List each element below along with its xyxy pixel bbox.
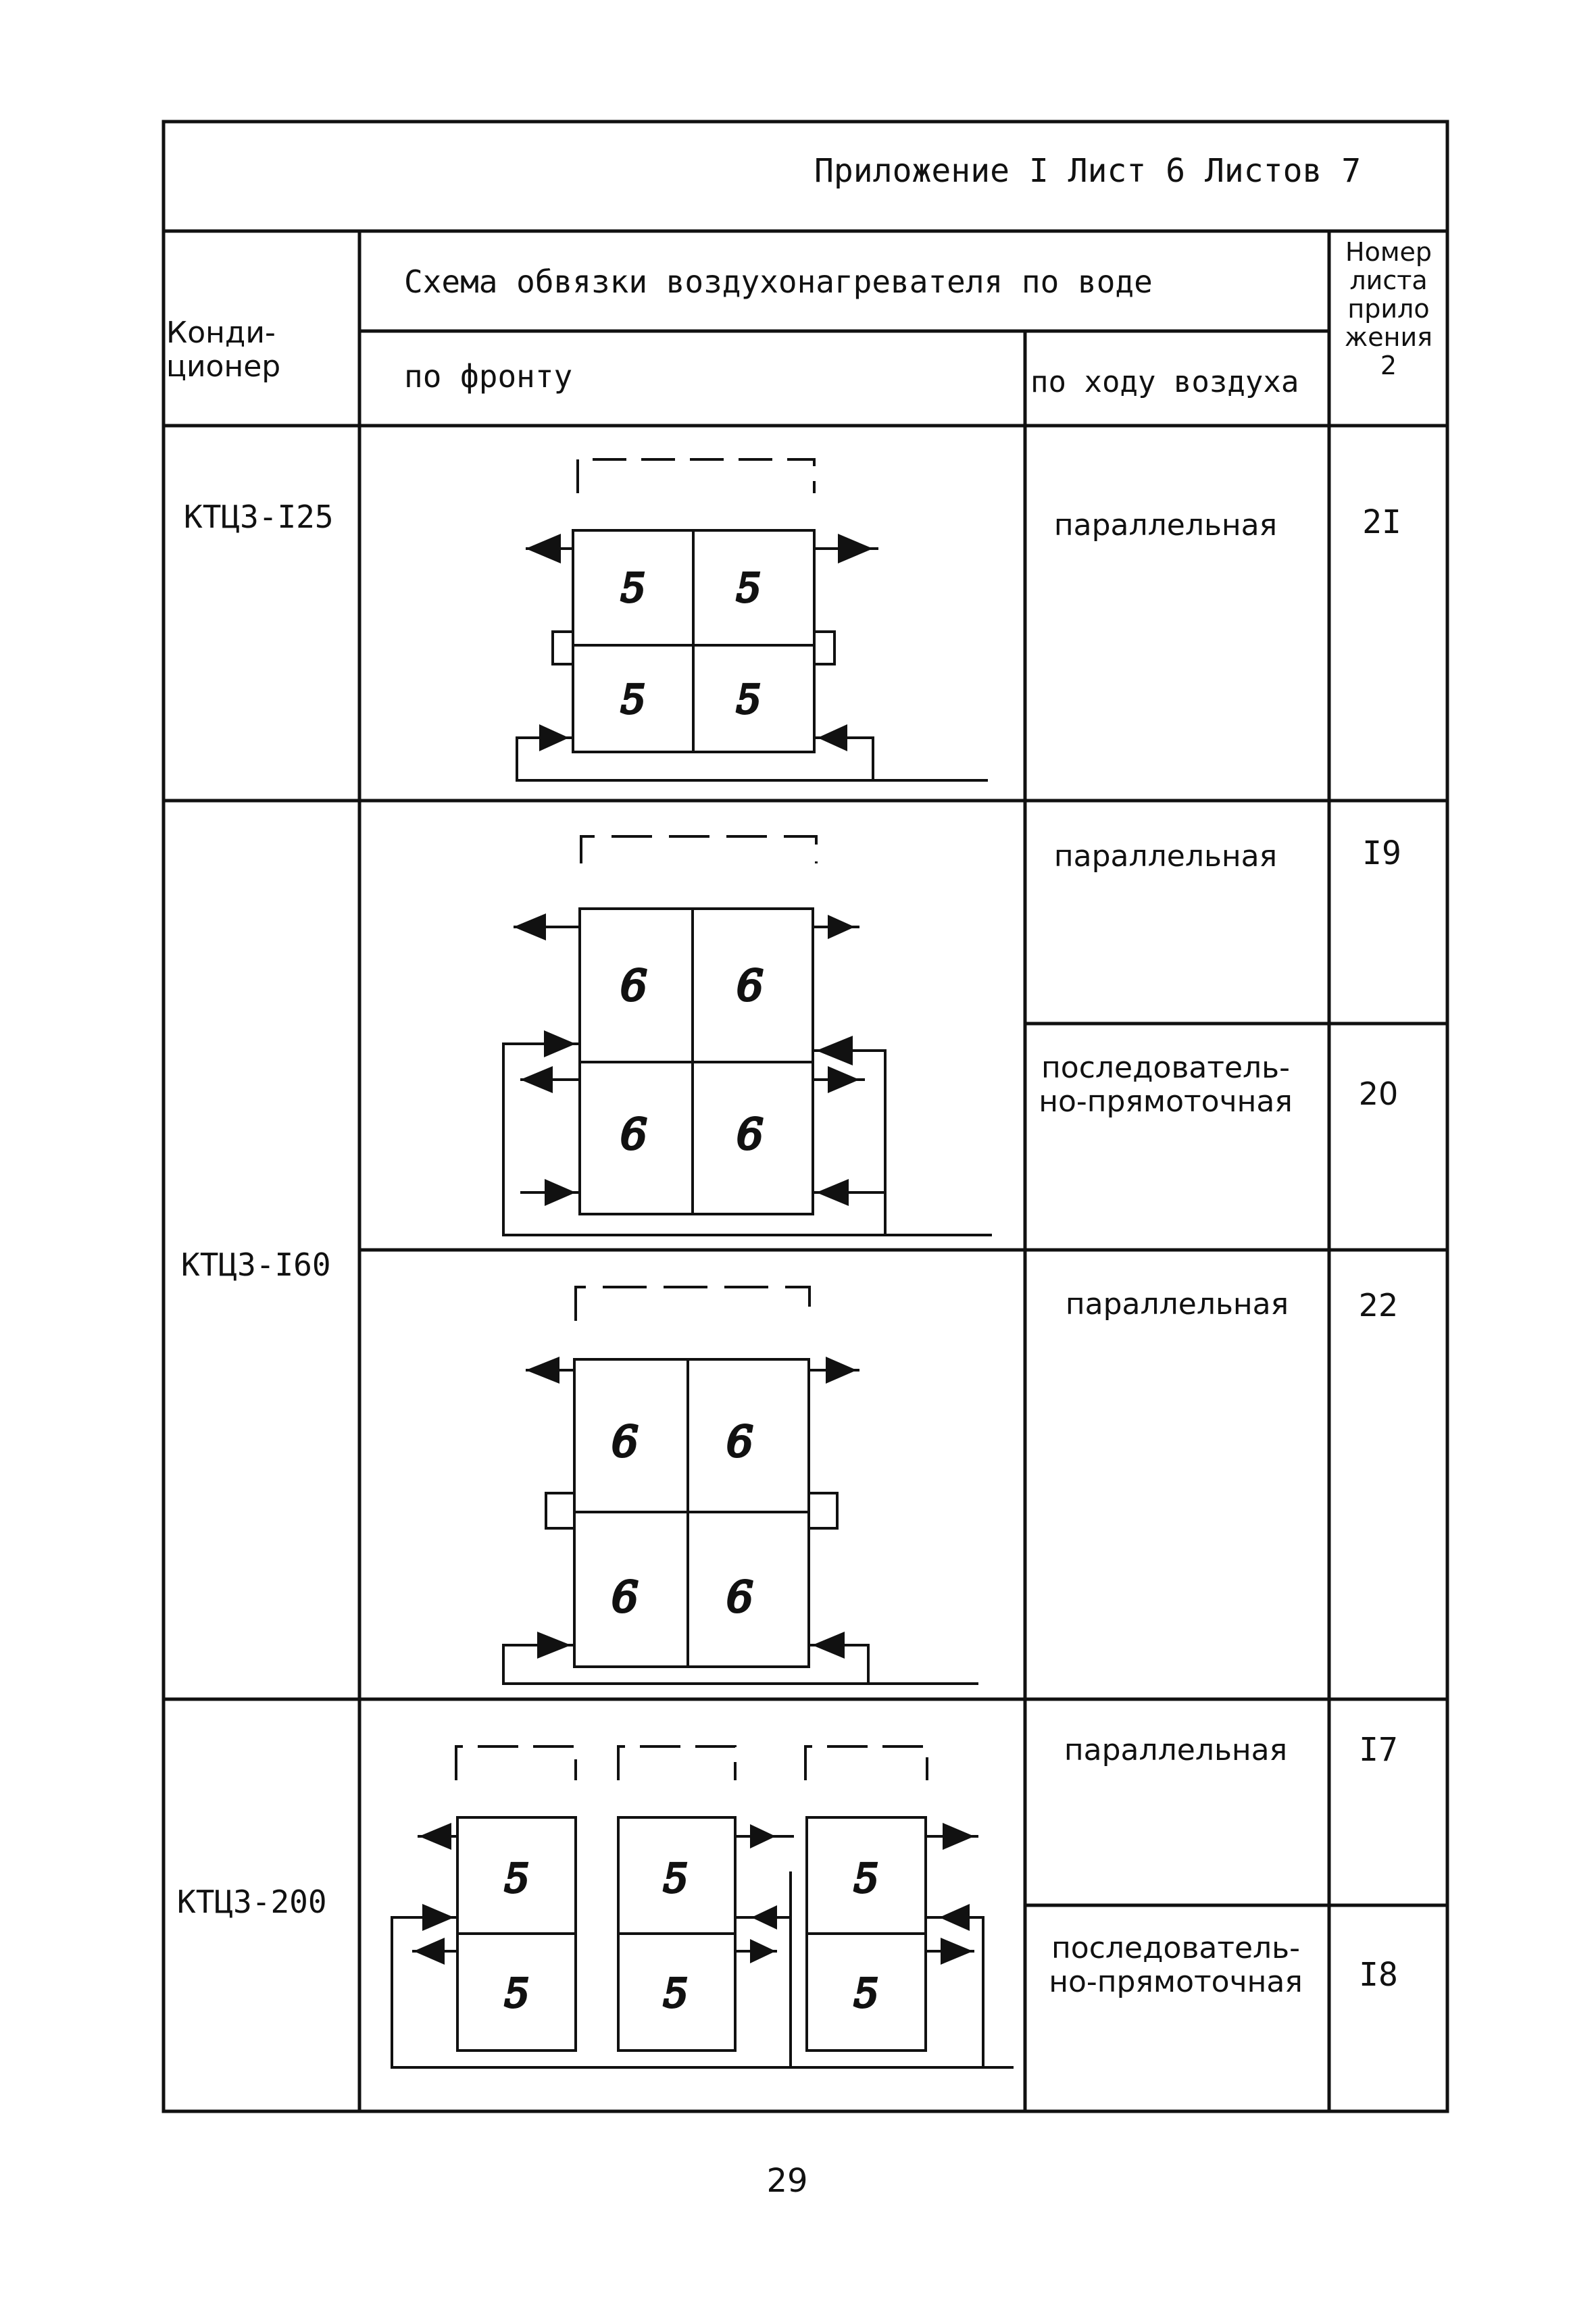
section-number: 5 — [854, 1855, 879, 1901]
arrow-left-icon — [816, 1179, 849, 1206]
arrow-left-icon — [419, 1823, 451, 1850]
arrow-right-icon — [544, 1030, 576, 1057]
arrow-left-icon — [520, 1066, 553, 1093]
section-number: 6 — [737, 961, 763, 1010]
arrow-right-icon — [838, 534, 873, 563]
arrow-right-icon — [943, 1823, 974, 1850]
page-number: 29 — [766, 2162, 808, 2200]
section-number: 6 — [726, 1572, 753, 1621]
schematic-ktc3-160-serial: 6 6 6 6 — [502, 835, 992, 1236]
section-number: 6 — [737, 1109, 763, 1159]
section-number: 5 — [505, 1970, 530, 2016]
section-number: 6 — [620, 961, 647, 1010]
arrow-left-icon — [818, 724, 847, 751]
conditioner-label: КТЦ3-200 — [177, 1884, 327, 1920]
arrow-left-icon — [939, 1904, 970, 1931]
section-number: 6 — [620, 1109, 647, 1159]
airflow-type-label: параллельная — [1065, 1287, 1289, 1322]
column-header-sheet-line: листа — [1349, 266, 1428, 295]
arrow-left-icon — [526, 1357, 559, 1384]
section-number: 6 — [612, 1572, 638, 1621]
airflow-type-label: но-прямоточная — [1049, 1965, 1303, 1999]
arrow-left-icon — [414, 1938, 445, 1965]
section-number: 6 — [726, 1417, 753, 1466]
airflow-type-label: но-прямоточная — [1039, 1084, 1293, 1119]
sheet-number: I9 — [1362, 834, 1401, 872]
section-number: 5 — [621, 676, 646, 722]
schematic-ktc3-160-parallel: 6 6 6 6 — [502, 1286, 978, 1685]
section-number: 5 — [621, 565, 646, 611]
arrow-right-icon — [545, 1179, 576, 1206]
arrow-right-icon — [422, 1904, 454, 1931]
arrow-left-icon — [514, 913, 546, 940]
column-header-sheet-line: жения — [1344, 322, 1432, 352]
section-number: 5 — [854, 1970, 879, 2016]
section-number: 5 — [664, 1970, 689, 2016]
column-header-conditioner-line: Конди- — [166, 316, 276, 350]
column-header-conditioner-line: ционер — [166, 349, 281, 384]
column-header-sheet: Номер листа прило жения 2 — [1331, 238, 1446, 380]
arrow-right-icon — [750, 1939, 776, 1963]
section-number: 5 — [737, 565, 762, 611]
arrow-left-icon — [751, 1905, 777, 1930]
sheet-number: I7 — [1359, 1731, 1398, 1769]
arrow-right-icon — [828, 915, 855, 939]
conditioner-label: КТЦ3-І25 — [184, 499, 334, 535]
column-header-sheet-line: 2 — [1380, 351, 1397, 380]
sheet-number: 2I — [1362, 503, 1401, 541]
arrow-left-icon — [816, 1036, 853, 1065]
arrow-right-icon — [750, 1824, 776, 1848]
sheet-number: I8 — [1359, 1956, 1398, 1994]
airflow-type-label: последователь- — [1041, 1051, 1290, 1085]
section-number: 5 — [737, 676, 762, 722]
arrow-right-icon — [539, 724, 569, 751]
column-header-front: по фронту — [404, 358, 573, 395]
section-number: 6 — [612, 1417, 638, 1466]
page-title: Приложение I Лист 6 Листов 7 — [814, 152, 1362, 190]
arrow-left-icon — [812, 1632, 845, 1659]
airflow-type-label: параллельная — [1053, 508, 1278, 543]
arrow-left-icon — [526, 534, 561, 563]
arrow-right-icon — [537, 1632, 571, 1659]
schematic-ktc3-200: 5 5 5 5 5 5 — [391, 1745, 1014, 2069]
column-header-scheme: Схема обвязки воздухонагревателя по воде — [404, 263, 1153, 300]
arrow-right-icon — [828, 1066, 859, 1093]
airflow-type-label: параллельная — [1064, 1733, 1288, 1767]
airflow-type-label: параллельная — [1053, 839, 1278, 874]
schematic-ktc3-125: 5 5 5 5 — [516, 458, 988, 782]
sheet-number: 22 — [1358, 1287, 1399, 1324]
column-header-conditioner: Конди- ционер — [166, 316, 280, 384]
column-header-sheet-line: Номер — [1345, 237, 1432, 267]
conditioner-label: КТЦ3-І60 — [181, 1247, 331, 1283]
arrow-right-icon — [941, 1938, 973, 1965]
section-number: 5 — [505, 1855, 530, 1901]
column-header-sheet-line: прило — [1347, 294, 1430, 324]
column-header-airflow: по ходу воздуха — [1030, 365, 1299, 399]
airflow-type-label: последователь- — [1051, 1931, 1300, 1965]
sheet-number: 20 — [1358, 1076, 1399, 1112]
section-number: 5 — [664, 1855, 689, 1901]
arrow-right-icon — [826, 1357, 857, 1384]
